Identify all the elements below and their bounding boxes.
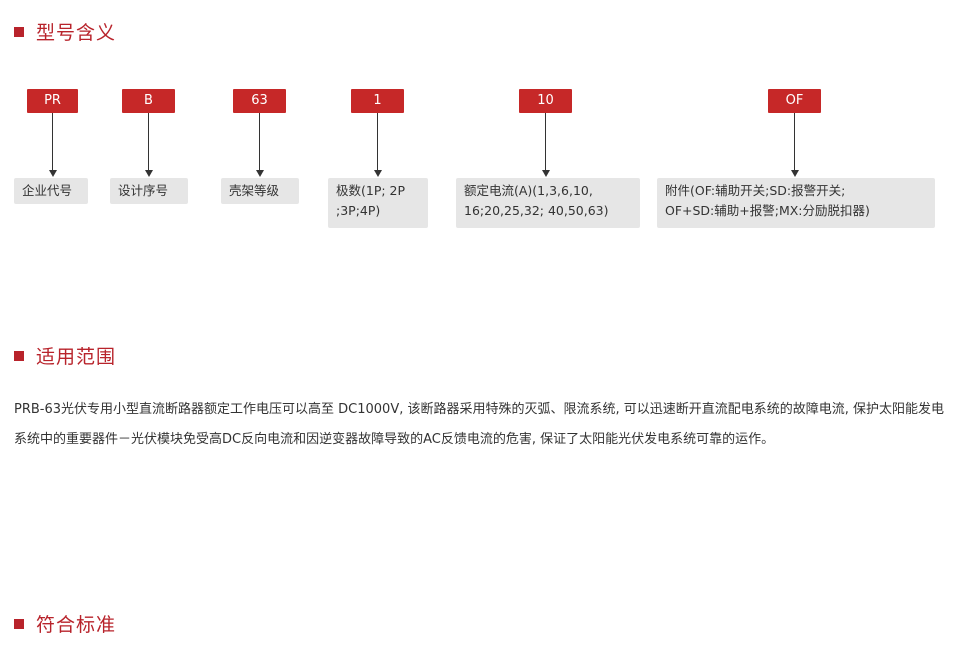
desc-poles: 极数(1P; 2P ;3P;4P): [328, 178, 428, 228]
scope-paragraph: PRB-63光伏专用小型直流断路器额定工作电压可以高至 DC1000V, 该断路…: [14, 402, 945, 447]
desc-accessories: 附件(OF:辅助开关;SD:报警开关; OF+SD:辅助+报警;MX:分励脱扣器…: [657, 178, 935, 228]
section-header-scope: 适用范围: [14, 342, 116, 369]
code-box-1: 1: [351, 89, 404, 113]
section-header-model-meaning: 型号含义: [14, 18, 116, 45]
arrow-down-icon: [49, 170, 57, 177]
connector-line: [148, 113, 149, 171]
connector-line: [259, 113, 260, 171]
desc-enterprise-code: 企业代号: [14, 178, 88, 204]
section-title-model-meaning: 型号含义: [36, 22, 117, 44]
arrow-down-icon: [145, 170, 153, 177]
section-title-scope: 适用范围: [36, 346, 117, 368]
section-title-standard: 符合标准: [36, 614, 117, 636]
arrow-down-icon: [542, 170, 550, 177]
desc-design-serial: 设计序号: [110, 178, 188, 204]
arrow-down-icon: [791, 170, 799, 177]
section-marker-icon: [14, 350, 24, 361]
arrow-down-icon: [374, 170, 382, 177]
desc-rated-current: 额定电流(A)(1,3,6,10, 16;20,25,32; 40,50,63): [456, 178, 640, 228]
code-box-b: B: [122, 89, 175, 113]
code-box-63: 63: [233, 89, 286, 113]
connector-line: [52, 113, 53, 171]
arrow-down-icon: [256, 170, 264, 177]
section-header-standard: 符合标准: [14, 610, 116, 637]
code-box-10: 10: [519, 89, 572, 113]
code-box-pr: PR: [27, 89, 78, 113]
connector-line: [794, 113, 795, 171]
section-marker-icon: [14, 26, 24, 37]
connector-line: [377, 113, 378, 171]
desc-frame-grade: 壳架等级: [221, 178, 299, 204]
section-marker-icon: [14, 618, 24, 629]
code-box-of: OF: [768, 89, 821, 113]
connector-line: [545, 113, 546, 171]
